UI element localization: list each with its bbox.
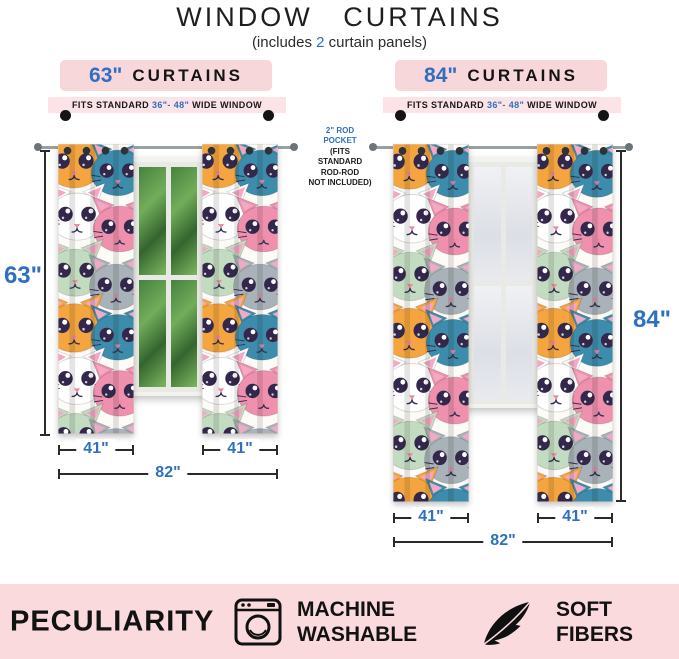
fits-range: 36"- 48" (486, 100, 525, 110)
product-word: CURTAINS (467, 65, 578, 85)
panel-count: 2 (316, 34, 325, 51)
window-pane (139, 167, 166, 275)
panel-width-bracket: 41" (537, 507, 613, 527)
washing-machine-icon (234, 598, 282, 646)
rod-end-ball (290, 143, 298, 151)
feature-line: FIBERS (556, 622, 634, 646)
curtain-rod (375, 146, 627, 149)
window-left (130, 158, 206, 396)
height-bracket-84 (616, 150, 626, 502)
curtain-panel (537, 144, 613, 502)
rod-note-line: NOT INCLUDED) (308, 177, 372, 187)
rod-pocket-note: 2" ROD POCKET (FITS STANDARD ROD-ROD NOT… (308, 126, 372, 188)
feather-icon (483, 601, 531, 645)
window-pane (505, 285, 532, 399)
rod-note-line: 2" ROD (325, 126, 355, 135)
height-label-84: 84" (628, 306, 676, 334)
size-label: 84" (424, 63, 458, 87)
total-width-bracket: 82" (393, 531, 613, 551)
size-pill-84: 84" CURTAINS (395, 60, 607, 91)
footer-band: PECULIARITY MACHINE WASHABLE SOFT FIBERS (0, 584, 679, 659)
rod-note-line: ROD-ROD (320, 167, 360, 177)
panel-width-bracket: 41" (58, 439, 134, 459)
subtitle-suffix: curtain panels) (324, 34, 428, 51)
rod-note-line: POCKET (323, 136, 357, 146)
height-bracket-63 (40, 150, 50, 436)
feature-line: MACHINE (297, 597, 395, 621)
rod-finial-dot (60, 110, 71, 121)
window-pane (505, 167, 532, 281)
feature-machine-washable: MACHINE WASHABLE (297, 597, 417, 647)
window-pane (139, 279, 166, 387)
curtain-panel (202, 144, 278, 434)
fits-range: 36"- 48" (151, 100, 190, 110)
feature-line: SOFT (556, 597, 612, 621)
feature-soft-fibers: SOFT FIBERS (556, 597, 633, 647)
product-word: CURTAINS (132, 65, 243, 85)
footer-title: PECULIARITY (10, 605, 215, 637)
subtitle-prefix: (includes (251, 34, 317, 51)
panel-width-bracket: 41" (202, 439, 278, 459)
rod-end-ball (625, 143, 633, 151)
size-label: 63" (89, 63, 123, 87)
window-right (465, 158, 541, 408)
window-pane (474, 285, 501, 399)
panel-width-label: 41" (76, 439, 116, 459)
curtain-panel (58, 144, 134, 434)
panel-width-bracket: 41" (393, 507, 469, 527)
fits-prefix: FITS STANDARD (72, 100, 152, 110)
fits-strip-63: FITS STANDARD 36"- 48" WIDE WINDOW (48, 97, 286, 113)
panel-width-label: 41" (220, 439, 260, 459)
feature-line: WASHABLE (297, 622, 418, 646)
total-width-label: 82" (483, 531, 523, 551)
curtain-rod (40, 146, 292, 149)
page-title: WINDOW CURTAINS (176, 2, 503, 32)
window-pane (170, 279, 197, 387)
rod-note-line: (FITS STANDARD (317, 146, 363, 167)
rod-finial-dot (395, 110, 406, 121)
page-subtitle: (includes 2 curtain panels) (0, 34, 679, 51)
fits-suffix: WIDE WINDOW (189, 100, 262, 110)
size-pill-63: 63" CURTAINS (60, 60, 272, 91)
panel-width-label: 41" (411, 507, 451, 527)
fits-strip-84: FITS STANDARD 36"- 48" WIDE WINDOW (383, 97, 621, 113)
fits-prefix: FITS STANDARD (407, 100, 487, 110)
rod-finial-dot (263, 110, 274, 121)
total-width-bracket: 82" (58, 463, 278, 483)
rod-finial-dot (598, 110, 609, 121)
fits-suffix: WIDE WINDOW (524, 100, 597, 110)
height-label-63: 63" (2, 262, 44, 290)
rod-end-ball (34, 143, 42, 151)
window-pane (474, 167, 501, 281)
rod-end-ball (369, 143, 377, 151)
panel-width-label: 41" (555, 507, 595, 527)
window-pane (170, 167, 197, 275)
curtain-panel (393, 144, 469, 502)
total-width-label: 82" (148, 463, 188, 483)
